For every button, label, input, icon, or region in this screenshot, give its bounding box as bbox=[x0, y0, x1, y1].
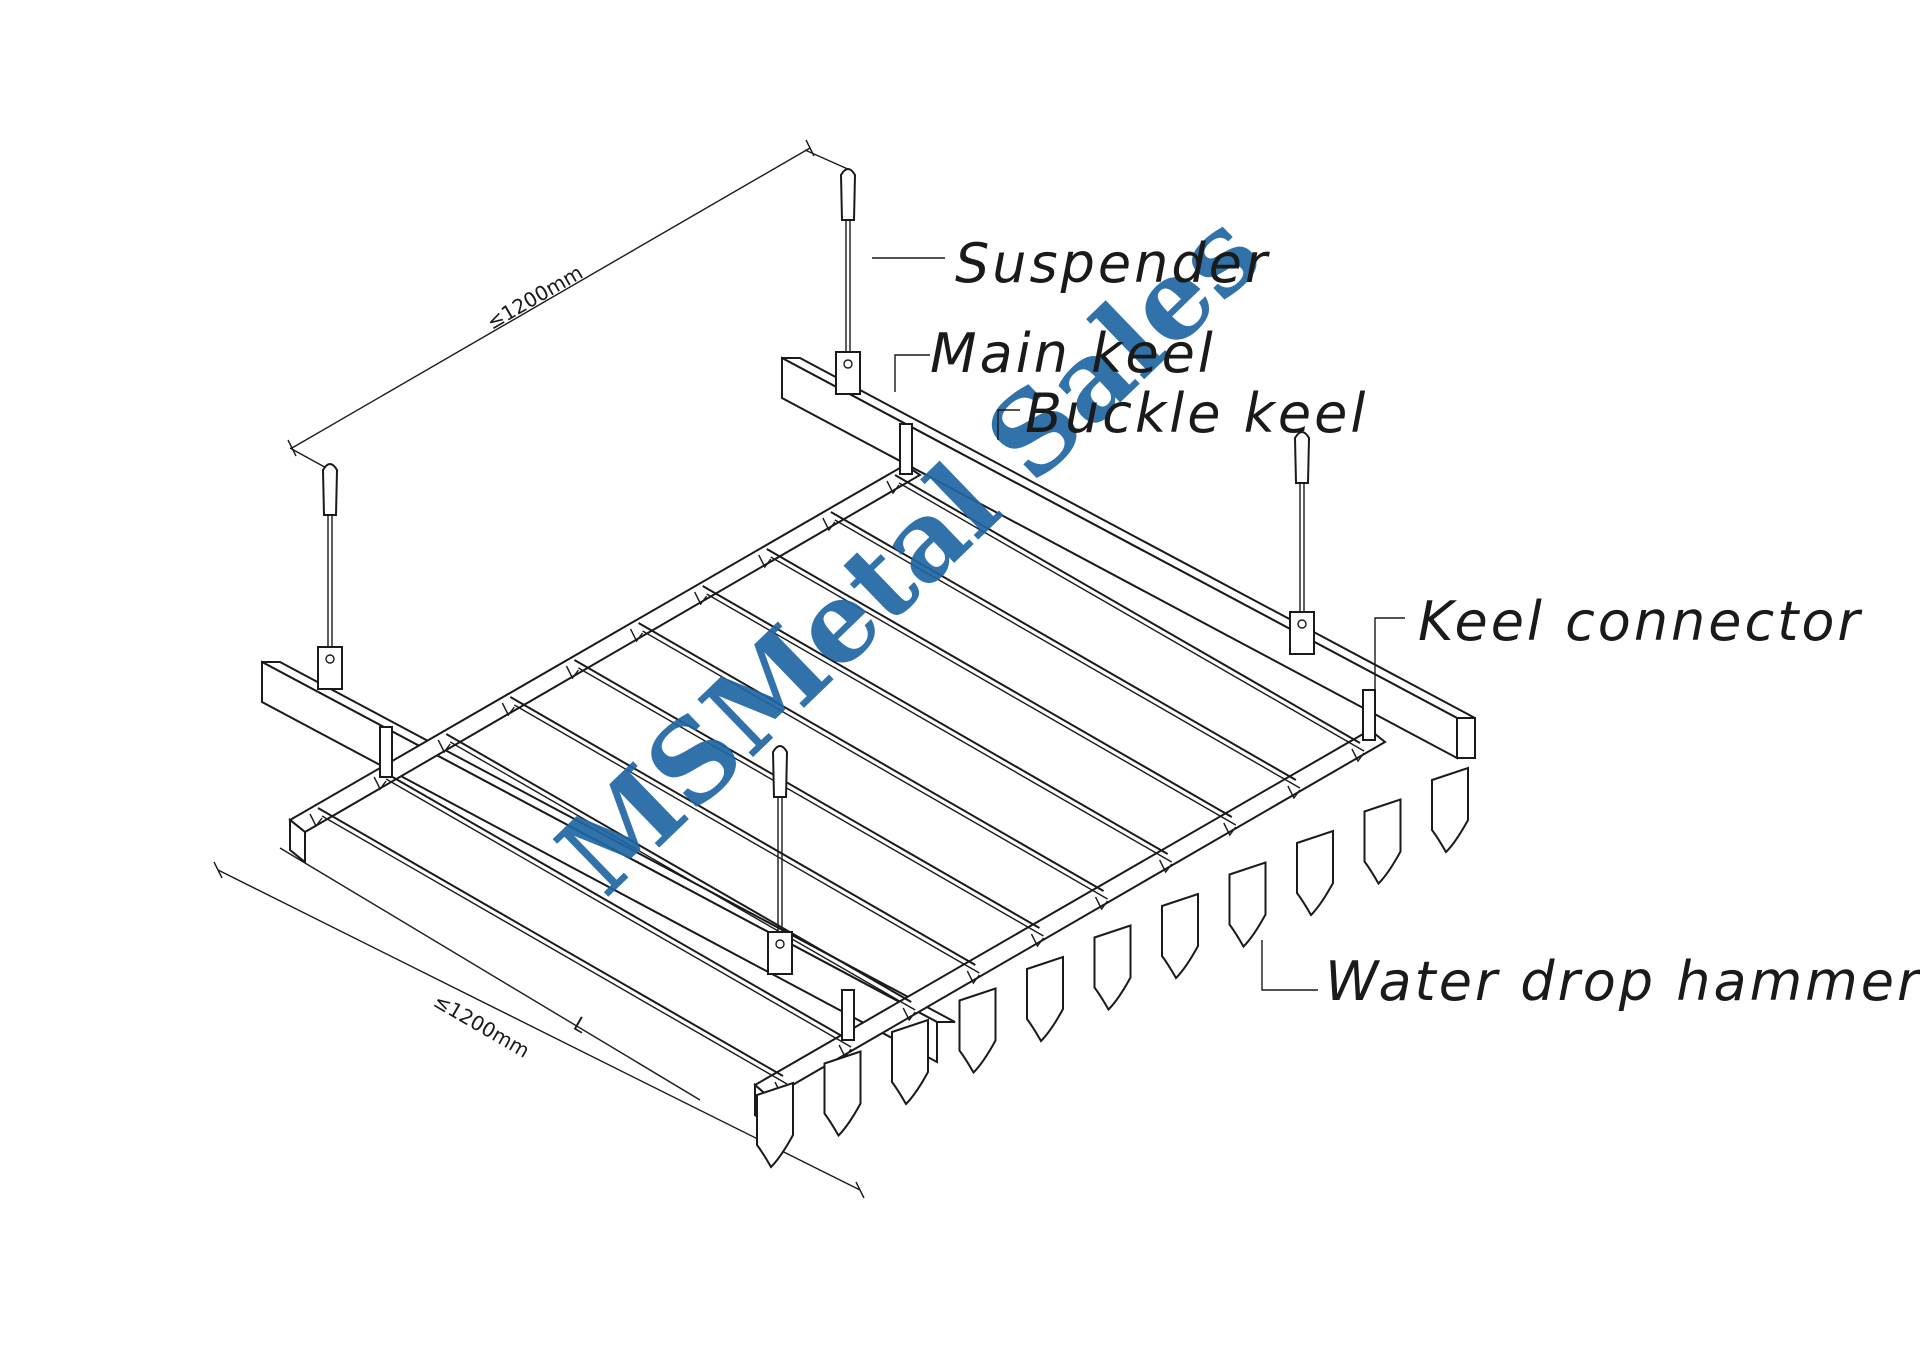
slat-edge bbox=[642, 630, 1108, 900]
slat bbox=[445, 733, 912, 1003]
slat-edge bbox=[578, 667, 1044, 937]
slat-edge bbox=[898, 482, 1365, 752]
suspender-bracket bbox=[1289, 611, 1315, 655]
water-drop-hammer bbox=[823, 1050, 862, 1138]
slat-clip bbox=[966, 970, 980, 985]
water-drop-hammer bbox=[1093, 924, 1132, 1012]
slat-clip bbox=[1223, 822, 1237, 837]
suspender-bolt bbox=[775, 939, 785, 949]
water-drop-hammer bbox=[1296, 829, 1334, 917]
bottom-dimension-line bbox=[213, 847, 865, 1199]
leader-lines bbox=[872, 257, 1405, 991]
slat-clip bbox=[886, 480, 900, 495]
slat-edge bbox=[513, 704, 980, 974]
slat bbox=[317, 807, 784, 1077]
slat-edge bbox=[834, 519, 1301, 789]
suspender-bracket bbox=[767, 931, 793, 975]
slat bbox=[381, 770, 848, 1040]
water-drop-hammer bbox=[891, 1018, 929, 1106]
suspender-bolt bbox=[325, 654, 335, 664]
top-dimension-label: ≤1200mm bbox=[483, 260, 587, 334]
slat bbox=[573, 659, 1040, 929]
water-drop-hammer bbox=[1431, 766, 1469, 854]
ceiling-slats bbox=[309, 474, 1365, 1096]
suspender-top bbox=[321, 463, 339, 516]
main-keel-label: Main keel bbox=[930, 322, 1216, 385]
buckle-keel-left bbox=[288, 463, 922, 865]
water-drop-hammer bbox=[1026, 955, 1064, 1043]
keel-connector-label: Keel connector bbox=[1418, 590, 1863, 653]
water-drop-hammer bbox=[958, 987, 997, 1075]
slat bbox=[702, 585, 1169, 855]
water-drop-hammer bbox=[756, 1081, 794, 1169]
slat bbox=[638, 622, 1105, 892]
slat-clip bbox=[309, 813, 323, 828]
slat-clip bbox=[694, 591, 708, 606]
slat-clip bbox=[902, 1007, 916, 1022]
bottom-dimension-label: ≤1200mm bbox=[430, 989, 534, 1063]
suspender-bolt bbox=[1297, 619, 1307, 629]
slat bbox=[830, 511, 1297, 781]
slat-clip bbox=[1287, 785, 1301, 800]
slat-edge bbox=[321, 815, 788, 1085]
length-label: L bbox=[570, 1012, 592, 1039]
water-drop-hammer bbox=[1228, 861, 1267, 949]
slat-edge bbox=[385, 778, 852, 1048]
slat-clip bbox=[1094, 896, 1109, 911]
slat-edge bbox=[706, 593, 1173, 863]
slat-edge bbox=[770, 556, 1237, 826]
watermark: MSMetal Sales bbox=[533, 187, 1284, 919]
top-dimension-line bbox=[287, 139, 851, 471]
suspender-bracket bbox=[835, 351, 861, 395]
slat bbox=[894, 474, 1361, 744]
suspenders bbox=[317, 168, 1315, 975]
slat-clip bbox=[373, 776, 387, 791]
slat-clip bbox=[758, 554, 772, 569]
suspender-top bbox=[1293, 431, 1311, 484]
water-drop-hammers bbox=[756, 766, 1469, 1169]
slat-clip bbox=[1030, 933, 1044, 948]
slat-clip bbox=[629, 628, 644, 643]
suspender-label: Suspender bbox=[955, 232, 1270, 295]
slat-clip bbox=[565, 665, 580, 680]
slat-clip bbox=[1351, 748, 1365, 763]
slat bbox=[509, 696, 976, 966]
water-drop-hammer-label: Water drop hammer bbox=[1325, 950, 1920, 1013]
suspender-top bbox=[771, 745, 789, 798]
slat-clip bbox=[437, 739, 451, 754]
slat-edge bbox=[449, 741, 916, 1011]
buckle-keel-label: Buckle keel bbox=[1025, 382, 1368, 445]
slat-clip bbox=[1159, 859, 1173, 874]
slat bbox=[766, 548, 1233, 818]
slat-clip bbox=[501, 702, 515, 717]
keel-connectors bbox=[379, 423, 1376, 1041]
water-drop-hammer bbox=[1161, 892, 1199, 980]
suspender-bracket bbox=[317, 646, 343, 690]
suspender-top bbox=[839, 168, 857, 221]
slat-clip bbox=[822, 517, 836, 532]
water-drop-hammer bbox=[1363, 798, 1402, 886]
suspender-bolt bbox=[843, 359, 853, 369]
